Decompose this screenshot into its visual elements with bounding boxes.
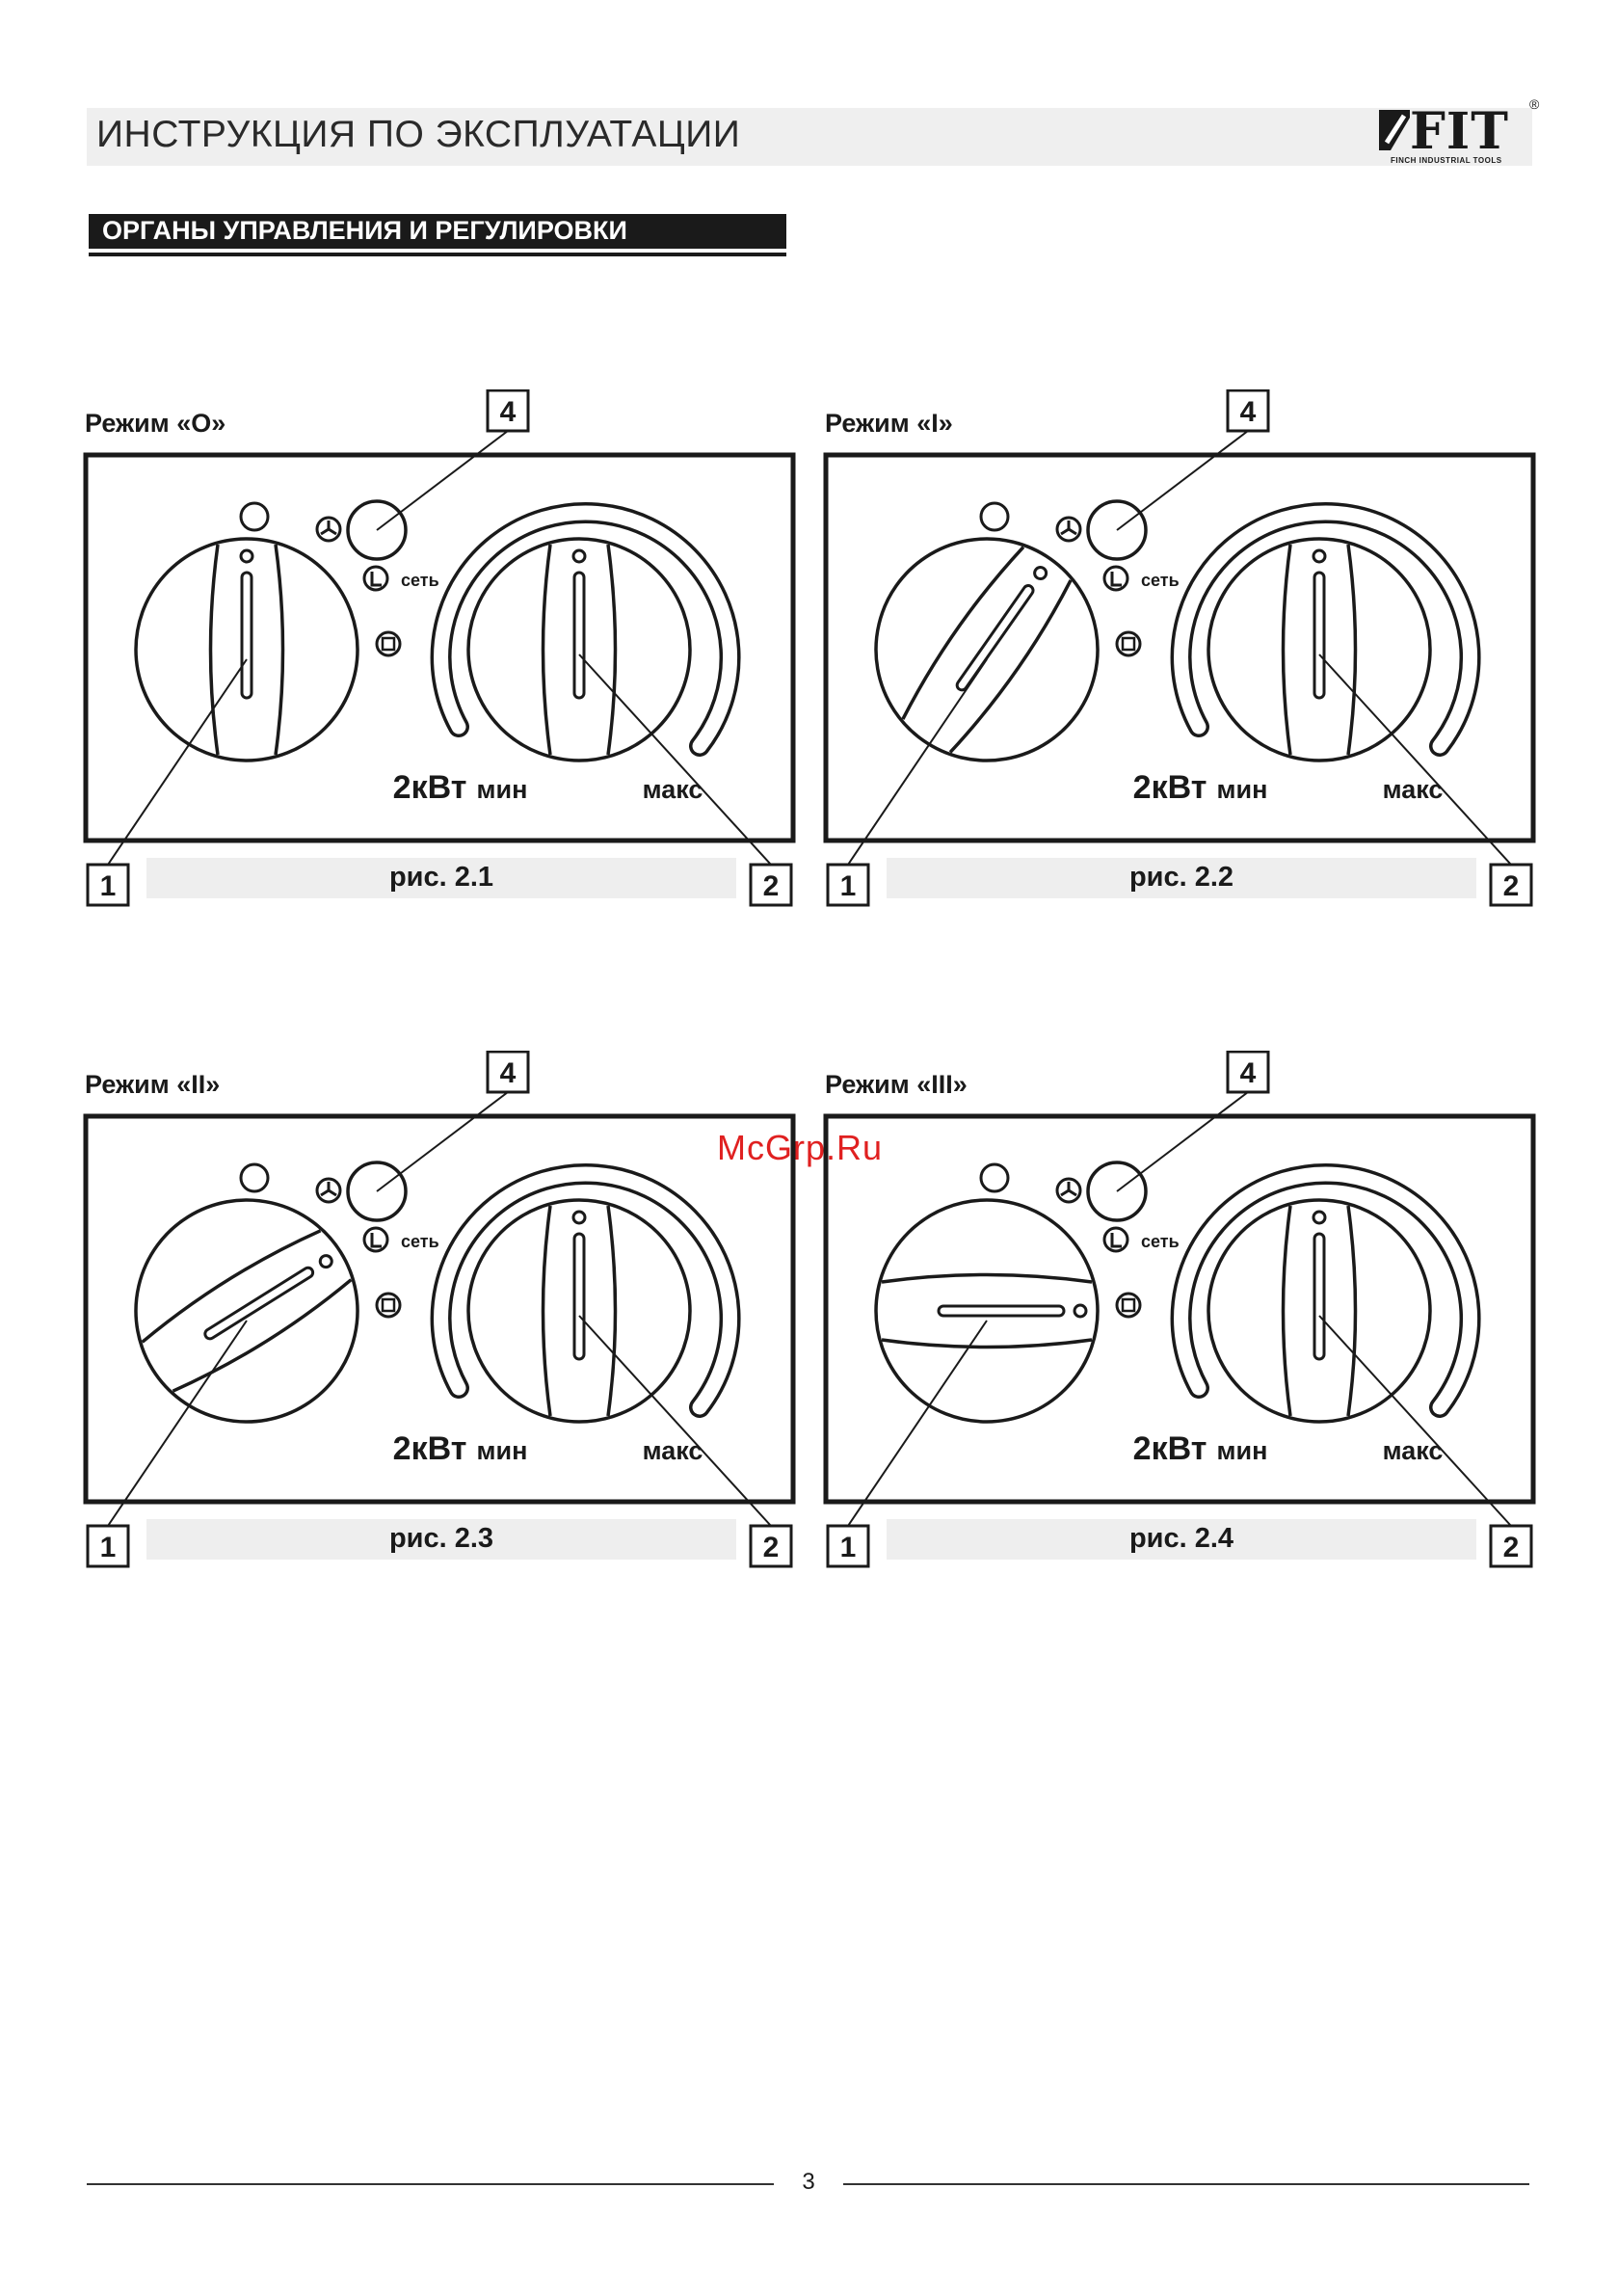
- mains-label: сеть: [1141, 571, 1180, 590]
- brand-logo: FIT ® FINCH INDUSTRIAL TOOLS: [1373, 96, 1547, 174]
- min-label: мин: [477, 775, 528, 804]
- thermostat-knob-pointer-slot: [1314, 573, 1324, 698]
- fan-icon: [317, 1179, 340, 1202]
- thermostat-knob-indicator-dot: [1313, 550, 1325, 562]
- callout-1-label: 1: [100, 1532, 117, 1563]
- mode-selector-knob-pointer-slot: [939, 1306, 1064, 1316]
- figure-2-4: сеть2кВтминмакс124 Режим «III» рис. 2.4: [823, 1051, 1536, 1571]
- control-panel-diagram: сеть2кВтминмакс124: [823, 1051, 1536, 1571]
- heater-icon-ring: [1117, 632, 1140, 655]
- logo-subtitle: FINCH INDUSTRIAL TOOLS: [1391, 156, 1502, 165]
- callout-2-label: 2: [763, 870, 780, 902]
- mode-label: Режим «О»: [85, 409, 225, 439]
- control-panel-diagram: сеть2кВтминмакс124: [83, 1051, 796, 1571]
- mains-label: сеть: [1141, 1232, 1180, 1251]
- indicator-light: [241, 503, 268, 530]
- thermostat-knob: [468, 539, 690, 761]
- heater-icon: [377, 1294, 400, 1317]
- power-rating-label: 2кВт: [1133, 1430, 1207, 1467]
- callout-2-label: 2: [763, 1532, 780, 1563]
- section-heading-underline: [89, 253, 786, 256]
- callout-2-label: 2: [1503, 870, 1520, 902]
- figure-caption: рис. 2.4: [887, 1523, 1476, 1555]
- callout-2-label: 2: [1503, 1532, 1520, 1563]
- callout-4-label: 4: [1240, 396, 1257, 428]
- mode-selector-knob-pointer-slot: [242, 573, 252, 698]
- heater-icon: [377, 632, 400, 655]
- figure-2-3: сеть2кВтминмакс124 Режим «II» рис. 2.3: [83, 1051, 796, 1571]
- registered-mark: ®: [1529, 96, 1539, 112]
- mode-selector-knob: [876, 1200, 1098, 1422]
- watermark: McGrp.Ru: [717, 1128, 883, 1168]
- power-rating-label: 2кВт: [393, 1430, 467, 1467]
- callout-1-label: 1: [840, 870, 857, 902]
- mode-label: Режим «III»: [825, 1070, 968, 1100]
- fan-icon: [1057, 1179, 1080, 1202]
- mode-selector-knob-indicator-dot: [241, 550, 252, 562]
- thermostat-knob: [1208, 539, 1430, 761]
- mains-plug-icon: [1104, 1228, 1127, 1251]
- fan-icon: [1057, 518, 1080, 541]
- fan-icon: [317, 518, 340, 541]
- figure-caption: рис. 2.2: [887, 862, 1476, 894]
- thermostat-knob-pointer-slot: [574, 573, 584, 698]
- callout-4-label: 4: [1240, 1057, 1257, 1089]
- mode-label: Режим «II»: [85, 1070, 220, 1100]
- thermostat-knob-indicator-dot: [573, 1212, 585, 1223]
- mode-label: Режим «I»: [825, 409, 953, 439]
- logo-text: FIT: [1410, 102, 1509, 161]
- page-number: 3: [790, 2169, 827, 2196]
- thermostat-knob-pointer-slot: [574, 1234, 584, 1359]
- figure-caption: рис. 2.3: [146, 1523, 736, 1555]
- power-rating-label: 2кВт: [1133, 769, 1207, 806]
- mains-plug-icon: [364, 1228, 387, 1251]
- callout-4-label: 4: [500, 396, 517, 428]
- mains-plug-icon: [1104, 567, 1127, 590]
- footer-rule-left: [87, 2183, 774, 2185]
- indicator-light: [241, 1164, 268, 1191]
- min-label: мин: [1217, 1436, 1268, 1465]
- mode-selector-knob: [136, 539, 358, 761]
- mode-selector-knob-indicator-dot: [1074, 1305, 1086, 1317]
- mains-label: сеть: [401, 571, 439, 590]
- thermostat-knob-pointer-slot: [1314, 1234, 1324, 1359]
- heater-icon-ring: [1117, 1294, 1140, 1317]
- indicator-light: [981, 1164, 1008, 1191]
- heater-icon-ring: [377, 632, 400, 655]
- page-header-title: ИНСТРУКЦИЯ ПО ЭКСПЛУАТАЦИИ: [96, 114, 740, 156]
- thermostat-knob: [1208, 1200, 1430, 1422]
- thermostat-knob: [468, 1200, 690, 1422]
- min-label: мин: [1217, 775, 1268, 804]
- mains-plug-icon: [364, 567, 387, 590]
- min-label: мин: [477, 1436, 528, 1465]
- heater-icon-ring: [377, 1294, 400, 1317]
- footer-rule-right: [843, 2183, 1529, 2185]
- figure-caption: рис. 2.1: [146, 862, 736, 894]
- callout-1-label: 1: [840, 1532, 857, 1563]
- mains-label: сеть: [401, 1232, 439, 1251]
- power-rating-label: 2кВт: [393, 769, 467, 806]
- section-title: ОРГАНЫ УПРАВЛЕНИЯ И РЕГУЛИРОВКИ: [102, 216, 627, 246]
- thermostat-knob-indicator-dot: [1313, 1212, 1325, 1223]
- heater-icon: [1117, 1294, 1140, 1317]
- indicator-light: [981, 503, 1008, 530]
- heater-icon: [1117, 632, 1140, 655]
- thermostat-knob-indicator-dot: [573, 550, 585, 562]
- callout-4-label: 4: [500, 1057, 517, 1089]
- callout-1-label: 1: [100, 870, 117, 902]
